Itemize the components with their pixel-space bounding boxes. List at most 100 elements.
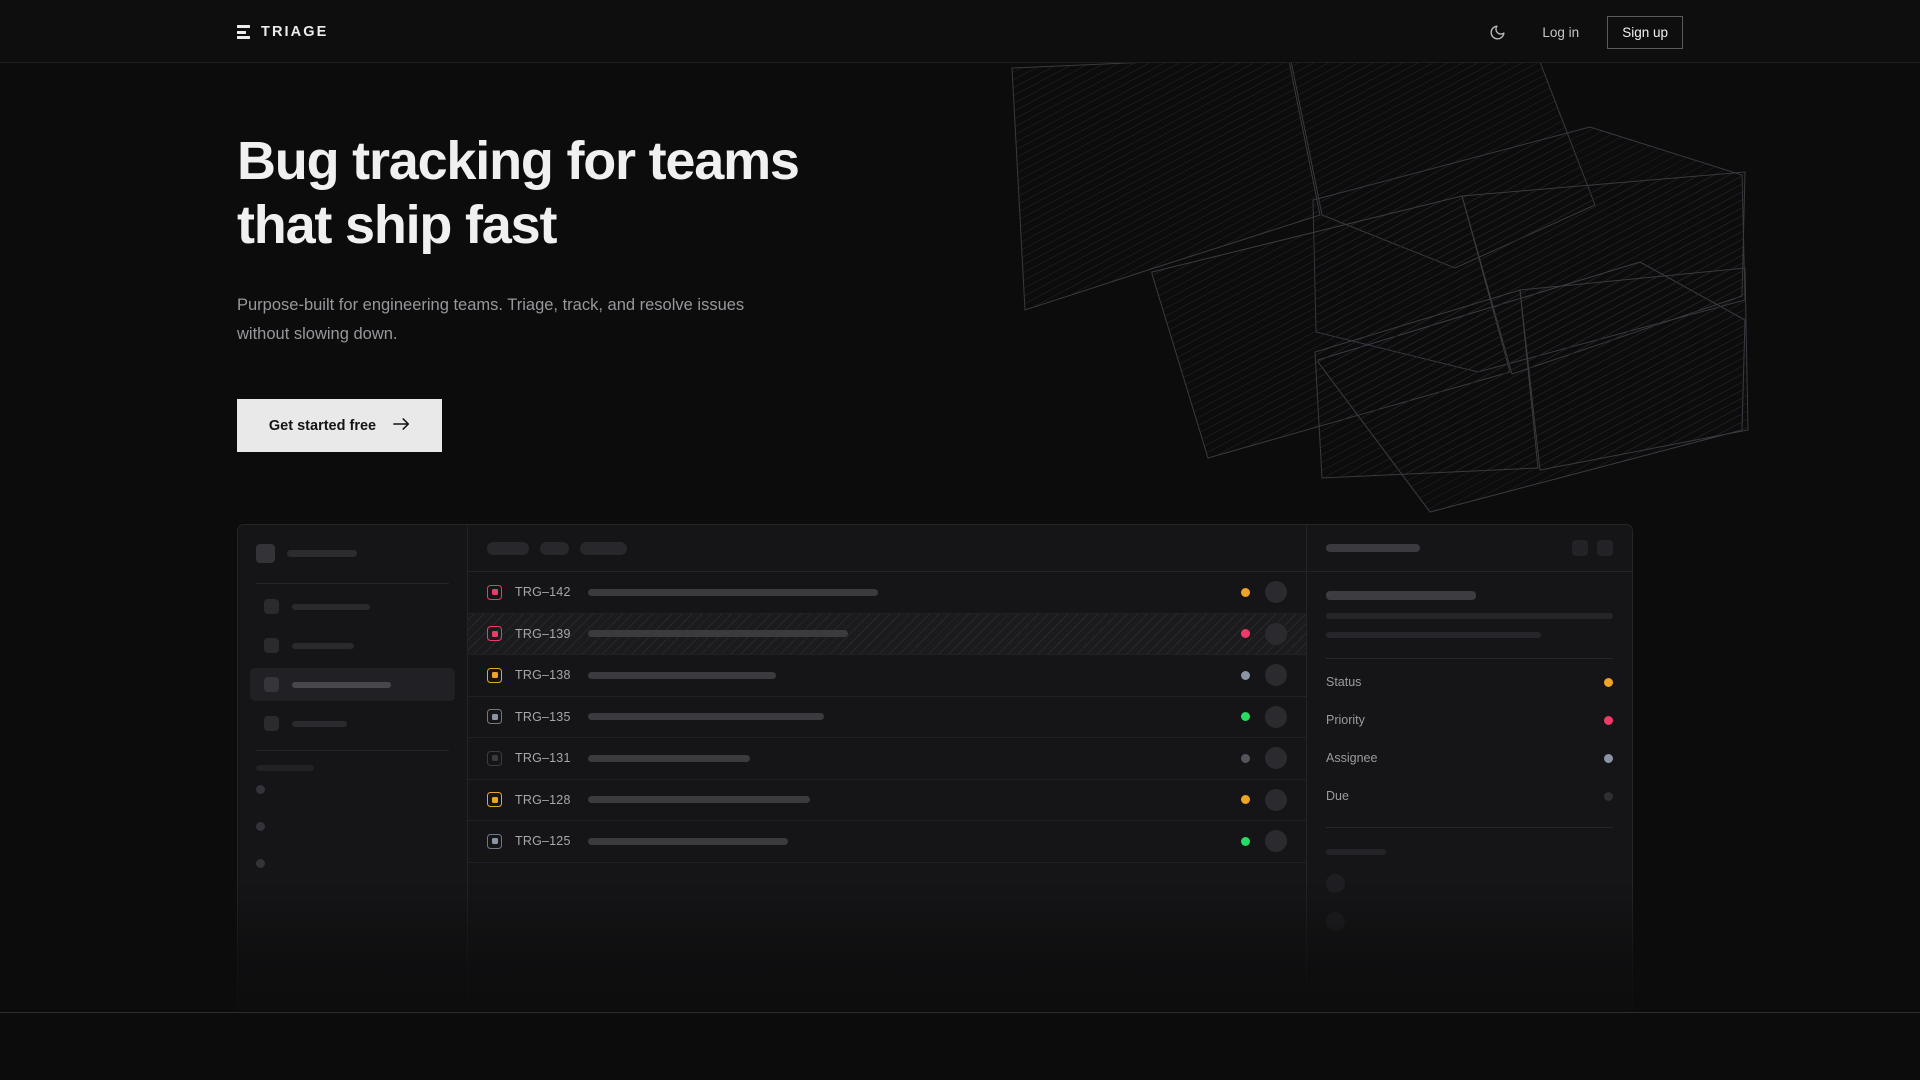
workspace-name-placeholder — [287, 550, 357, 557]
avatar — [1265, 830, 1287, 853]
sidebar-item-icon — [264, 599, 279, 614]
sidebar-item-2[interactable] — [250, 629, 455, 662]
avatar — [1265, 747, 1287, 770]
detail-panel-header — [1307, 525, 1632, 572]
detail-action-1-button[interactable] — [1572, 540, 1588, 556]
status-dot — [1241, 836, 1250, 846]
issue-title-placeholder — [588, 671, 776, 679]
arrow-right-icon — [393, 417, 410, 435]
detail-field-label: Status — [1326, 675, 1362, 689]
detail-header-placeholder — [1326, 544, 1420, 552]
assignee-avatar — [1604, 753, 1613, 763]
activity-avatar-1 — [1326, 874, 1345, 893]
due-badge — [1604, 791, 1613, 801]
activity-section-label — [1326, 849, 1386, 855]
detail-header-actions — [1572, 540, 1613, 556]
avatar — [1265, 664, 1287, 687]
table-row[interactable]: TRG–142 — [468, 572, 1306, 614]
filter-pill-2[interactable] — [540, 541, 569, 555]
list-filter-toolbar — [468, 525, 1306, 572]
sidebar-divider-top — [256, 583, 449, 584]
priority-icon — [487, 750, 502, 766]
issue-title-placeholder — [588, 754, 750, 762]
status-dot — [1241, 587, 1250, 597]
sidebar-mini-item-3[interactable] — [238, 845, 467, 882]
detail-field-label: Assignee — [1326, 751, 1378, 765]
detail-field-assignee[interactable]: Assignee — [1326, 739, 1613, 777]
detail-field-due[interactable]: Due — [1326, 777, 1613, 815]
detail-field-label: Due — [1326, 789, 1349, 803]
workspace-avatar — [256, 544, 275, 563]
activity-avatar-2 — [1326, 912, 1345, 931]
status-dot — [1241, 795, 1250, 805]
priority-badge — [1604, 715, 1613, 725]
sidebar-item-label — [292, 642, 354, 649]
priority-icon — [487, 626, 502, 642]
issue-title-placeholder — [588, 630, 848, 638]
sidebar-item-3-active[interactable] — [250, 668, 455, 701]
issue-id: TRG–138 — [515, 668, 571, 683]
mock-sidebar — [238, 525, 468, 1013]
status-dot — [1241, 629, 1250, 639]
top-navigation-bar: TRIAGE Log in Sign up — [0, 0, 1920, 63]
detail-divider — [1326, 658, 1613, 659]
mock-detail-panel: Status Priority Assignee Due — [1307, 525, 1632, 1013]
filter-pill-1[interactable] — [487, 541, 529, 555]
page-title: Bug tracking for teams that ship fast — [237, 130, 997, 257]
table-row[interactable]: TRG–125 — [468, 821, 1306, 863]
status-dot — [1241, 670, 1250, 680]
mock-sidebar-workspace[interactable] — [238, 525, 467, 582]
detail-body-line-1 — [1326, 613, 1613, 619]
brand-logo[interactable]: TRIAGE — [237, 22, 328, 42]
sidebar-mini-item-2[interactable] — [238, 808, 467, 845]
hero-title-line-1: Bug tracking for teams — [237, 131, 800, 191]
status-dot — [1241, 753, 1250, 763]
bullet-icon — [256, 859, 265, 868]
hero-title-line-2: that ship fast — [237, 194, 557, 255]
table-row[interactable]: TRG–128 — [468, 780, 1306, 821]
sidebar-item-4[interactable] — [250, 707, 455, 740]
table-row[interactable]: TRG–131 — [468, 738, 1306, 780]
stacked-bars-icon — [237, 25, 250, 39]
sidebar-item-icon — [264, 677, 279, 692]
issue-title-placeholder — [588, 588, 878, 596]
detail-title-placeholder — [1326, 591, 1476, 600]
brand-name: TRIAGE — [261, 24, 329, 40]
hero-subtitle: Purpose-built for engineering teams. Tri… — [237, 296, 745, 344]
detail-field-label: Priority — [1326, 713, 1365, 727]
nav-actions: Log in Sign up — [1480, 13, 1683, 51]
priority-icon — [487, 584, 502, 600]
issue-id: TRG–135 — [515, 709, 571, 724]
sidebar-item-label — [292, 681, 391, 688]
priority-icon — [487, 709, 502, 725]
detail-field-status[interactable]: Status — [1326, 663, 1613, 701]
sidebar-item-label — [292, 720, 347, 727]
priority-icon — [487, 833, 502, 849]
table-row[interactable]: TRG–135 — [468, 697, 1306, 738]
moon-icon[interactable] — [1480, 15, 1514, 49]
detail-field-priority[interactable]: Priority — [1326, 701, 1613, 739]
avatar — [1265, 581, 1287, 604]
priority-icon — [487, 792, 502, 808]
app-preview-mockup: TRG–142 TRG–139 TRG–138 — [237, 524, 1633, 1014]
sidebar-divider-bottom — [256, 750, 449, 751]
sidebar-section-label — [256, 765, 314, 771]
avatar — [1265, 705, 1287, 728]
issue-id: TRG–128 — [515, 792, 571, 807]
signup-button[interactable]: Sign up — [1607, 15, 1683, 49]
get-started-button[interactable]: Get started free — [237, 399, 442, 452]
status-dot — [1241, 712, 1250, 722]
sidebar-mini-item-1[interactable] — [238, 771, 467, 808]
filter-pill-3[interactable] — [580, 541, 627, 555]
detail-action-2-button[interactable] — [1597, 540, 1613, 556]
table-row[interactable]: TRG–139 — [468, 613, 1306, 655]
avatar — [1265, 622, 1287, 645]
sidebar-item-1[interactable] — [250, 590, 455, 623]
get-started-label: Get started free — [268, 417, 377, 434]
table-row[interactable]: TRG–138 — [468, 655, 1306, 697]
footer-divider — [0, 1012, 1920, 1013]
login-link[interactable]: Log in — [1542, 24, 1580, 40]
detail-body-line-2 — [1326, 632, 1541, 638]
status-badge — [1604, 677, 1613, 687]
